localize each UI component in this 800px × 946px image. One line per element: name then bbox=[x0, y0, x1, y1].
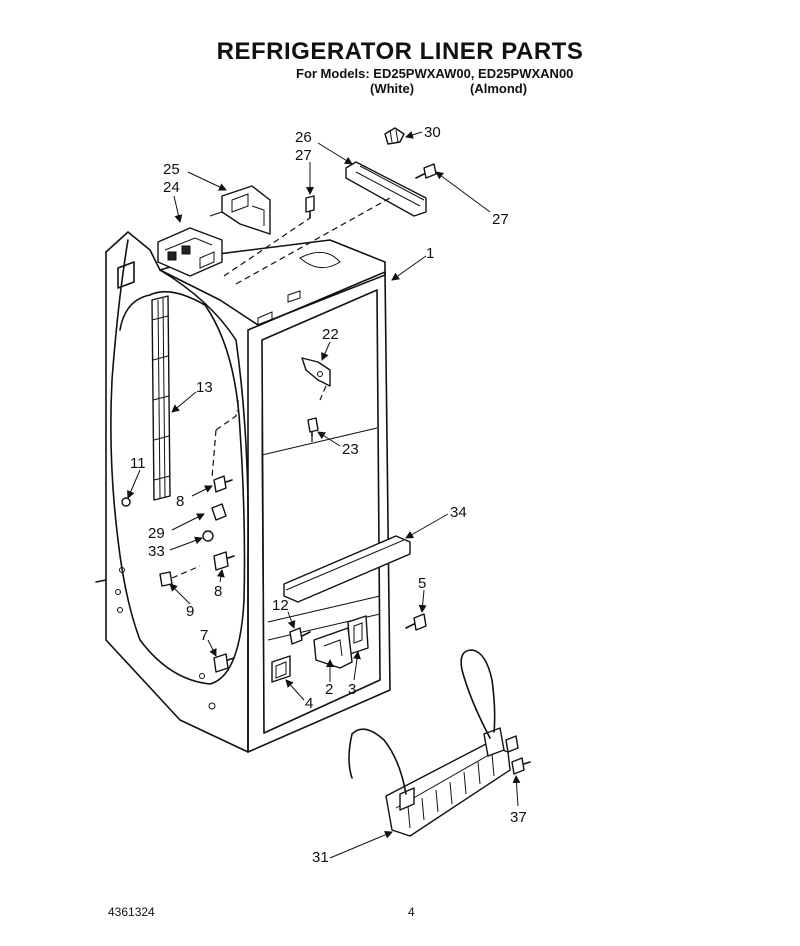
screw-27-right bbox=[415, 163, 437, 179]
cross-rail-34 bbox=[283, 535, 411, 603]
bracket-22 bbox=[301, 357, 331, 387]
variant-white: (White) bbox=[370, 81, 415, 96]
callout-25: 25 bbox=[163, 161, 180, 178]
callout-5: 5 bbox=[418, 575, 426, 592]
heater-assembly-31 bbox=[348, 649, 531, 837]
callout-27-top: 27 bbox=[295, 147, 312, 164]
clip-30 bbox=[384, 127, 405, 145]
callout-2: 2 bbox=[325, 681, 333, 698]
lower-bracket-parts bbox=[271, 613, 427, 683]
liner-cabinet bbox=[95, 231, 391, 753]
callout-12: 12 bbox=[272, 597, 289, 614]
callout-37: 37 bbox=[510, 809, 527, 826]
callout-4: 4 bbox=[305, 695, 313, 712]
callout-3: 3 bbox=[348, 681, 356, 698]
screw-23 bbox=[307, 417, 319, 437]
screw-27-left bbox=[305, 195, 315, 219]
leader-lines bbox=[127, 131, 521, 859]
callout-8-upper: 8 bbox=[176, 493, 184, 510]
bracket-25 bbox=[209, 185, 271, 235]
callout-33: 33 bbox=[148, 543, 165, 560]
callout-26: 26 bbox=[295, 129, 312, 146]
callout-7: 7 bbox=[200, 627, 208, 644]
top-channel-26 bbox=[345, 161, 427, 217]
callout-1: 1 bbox=[426, 245, 434, 262]
callout-30: 30 bbox=[424, 124, 441, 141]
models-line: For Models: ED25PWXAW00, ED25PWXAN00 bbox=[296, 66, 574, 81]
callout-labels: 30 26 27 27 25 24 1 22 13 23 11 8 34 29 … bbox=[130, 124, 527, 866]
callout-29: 29 bbox=[148, 525, 165, 542]
callout-23: 23 bbox=[342, 441, 359, 458]
callout-11: 11 bbox=[130, 455, 146, 472]
callout-27-right: 27 bbox=[492, 211, 509, 228]
callout-8-lower: 8 bbox=[214, 583, 222, 600]
page-number: 4 bbox=[408, 905, 415, 919]
callout-13: 13 bbox=[196, 379, 213, 396]
control-housing-24 bbox=[157, 227, 223, 277]
vertical-channel-13 bbox=[151, 295, 171, 501]
callout-31: 31 bbox=[312, 849, 329, 866]
callout-34: 34 bbox=[450, 504, 467, 521]
callout-9: 9 bbox=[186, 603, 194, 620]
callout-24: 24 bbox=[163, 179, 180, 196]
part-number: 4361324 bbox=[108, 905, 155, 919]
page-title: REFRIGERATOR LINER PARTS bbox=[216, 38, 584, 65]
callout-22: 22 bbox=[322, 326, 339, 343]
variant-almond: (Almond) bbox=[470, 81, 528, 96]
